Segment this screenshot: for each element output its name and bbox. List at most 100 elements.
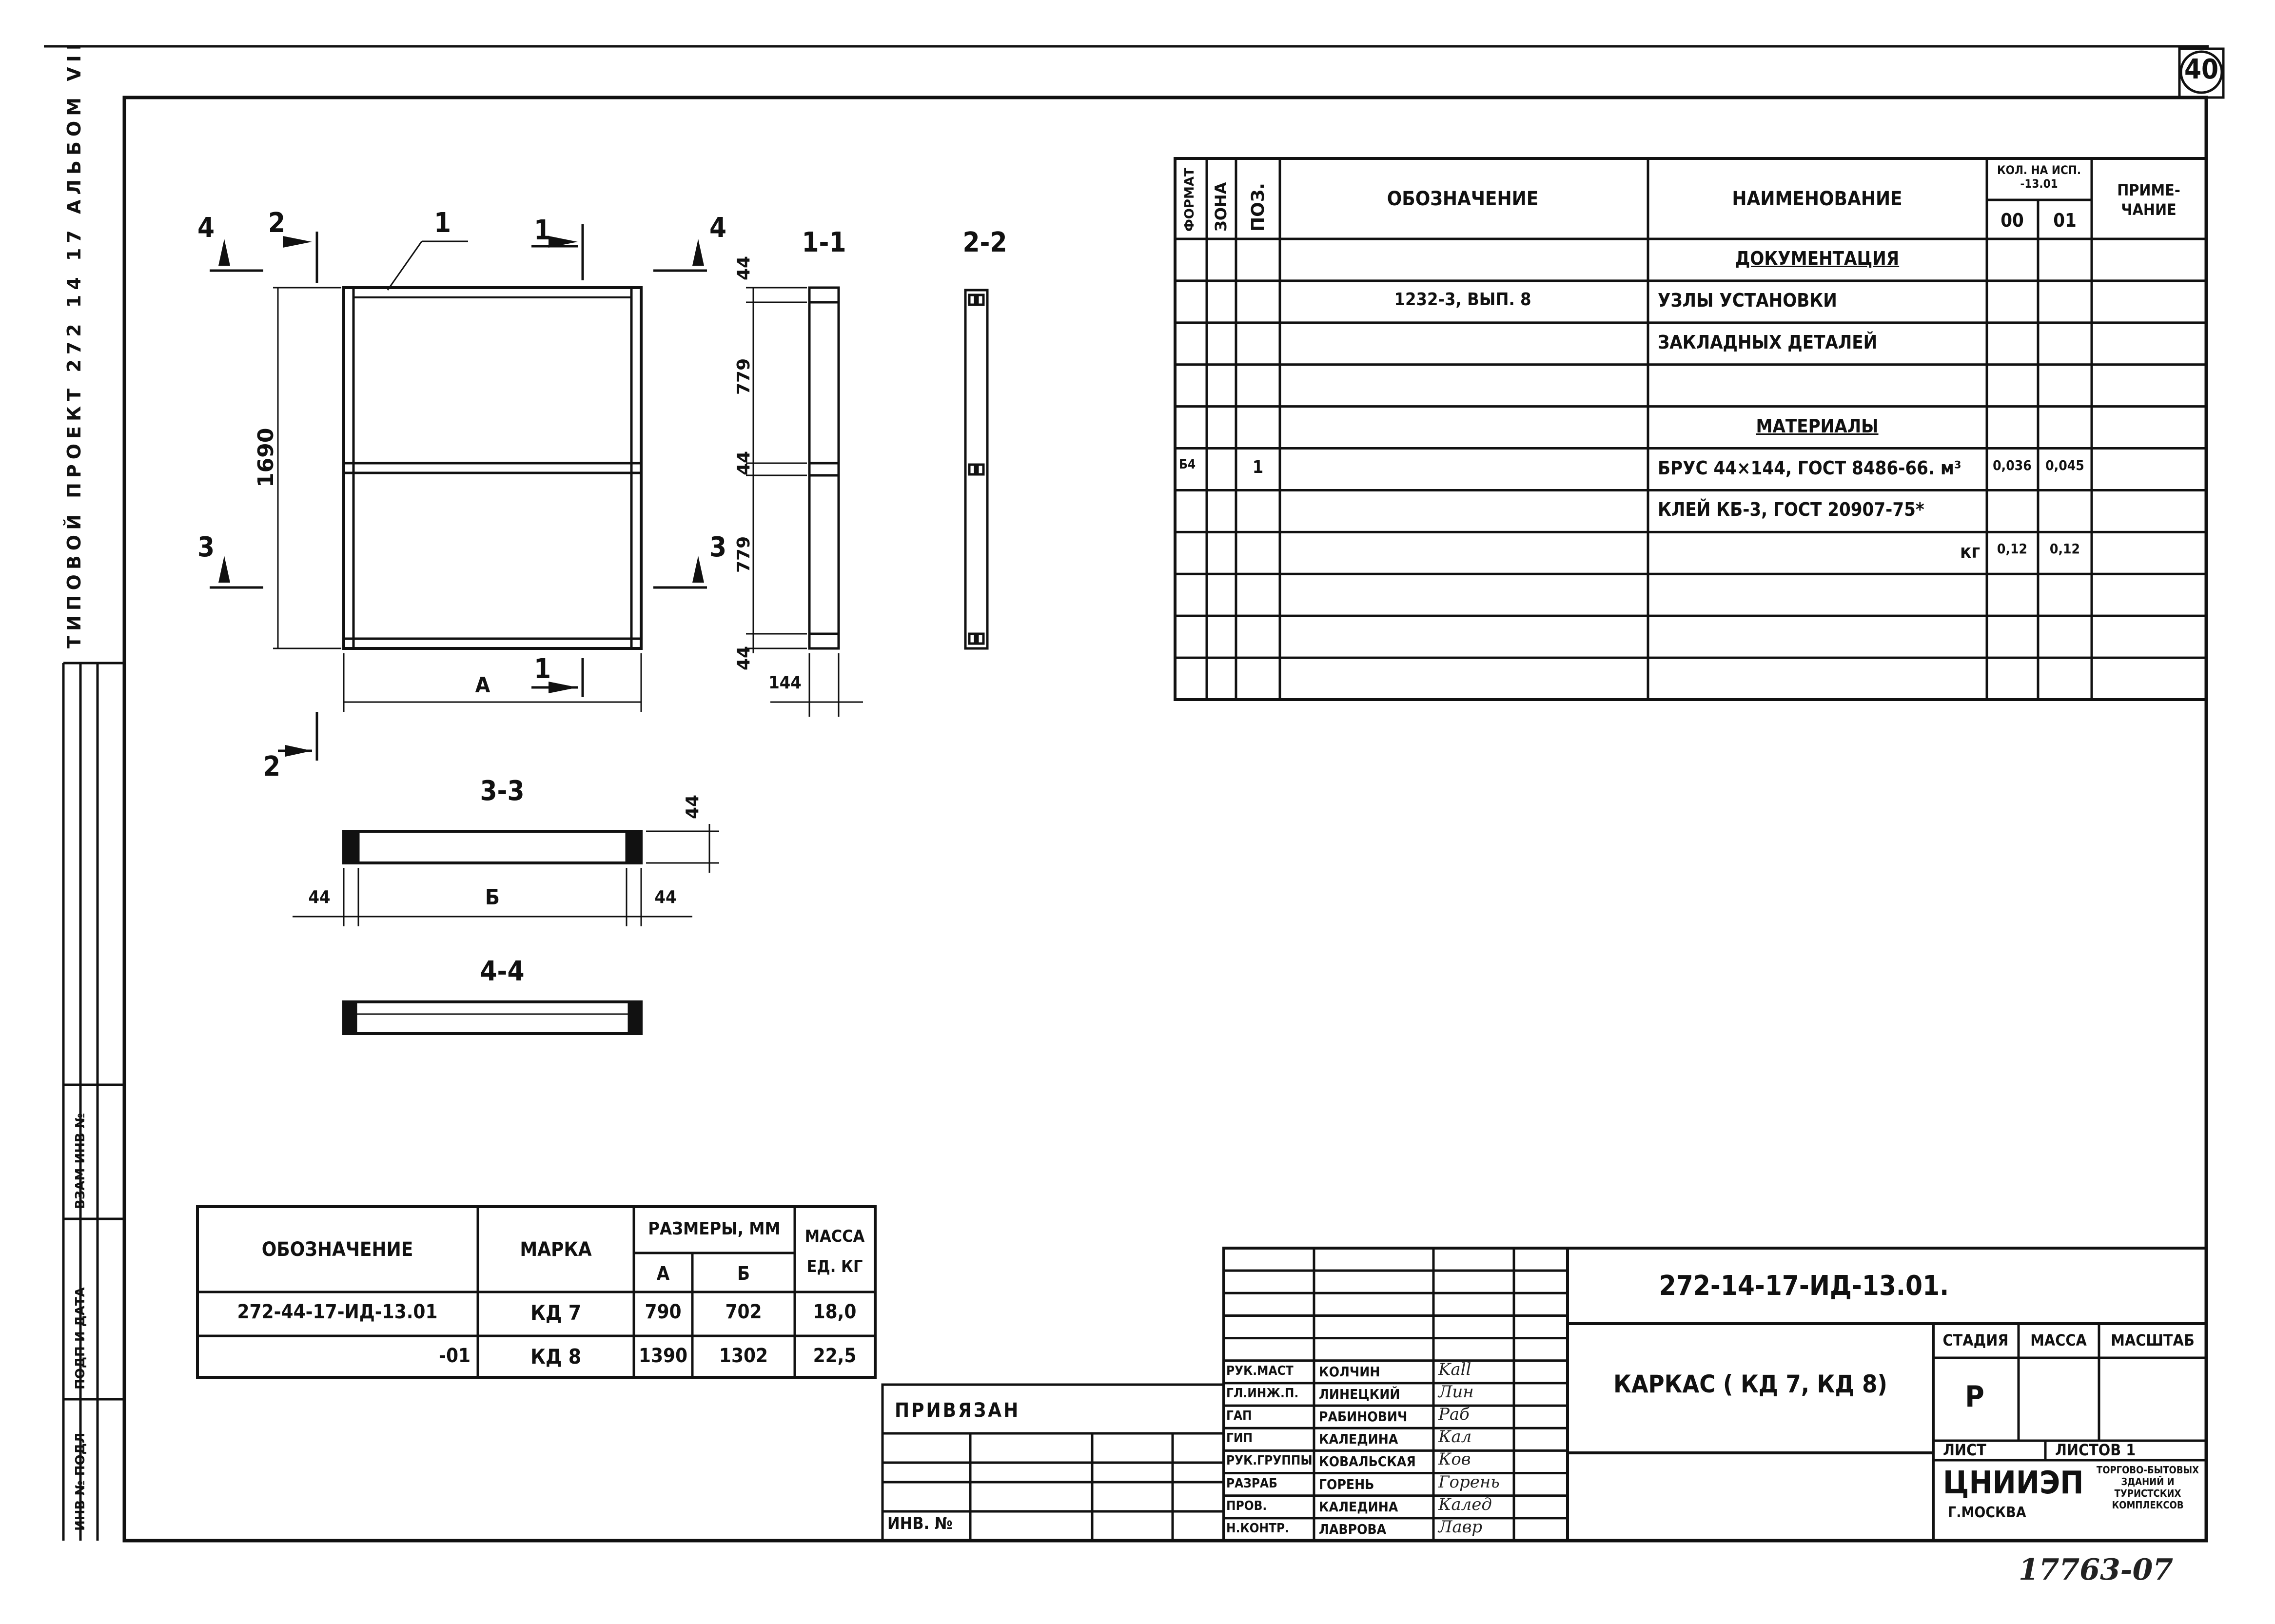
staff-role: РУК.МАСТ [1226,1363,1294,1378]
staff-signature: Ков [1438,1449,1471,1469]
spec-cell-name: МАТЕРИАЛЫ [1756,415,1879,437]
staff-signature: Лавр [1438,1517,1483,1537]
mark-cell-designation: -01 [439,1345,471,1367]
dim: 44 [654,887,677,907]
stamp-inv-podl: ИНВ № ПОДЛ [73,1432,88,1531]
mark-header-b: Б [737,1263,750,1284]
staff-role: ГИП [1226,1431,1253,1446]
cut-label: 4 [709,212,727,244]
spec-cell-name: ДОКУМЕНТАЦИЯ [1735,248,1900,269]
section-1-1-title: 1-1 [802,227,846,258]
tb-stage-label: СТАДИЯ [1942,1331,2009,1350]
mark-header-mass: МАССА ЕД. КГ [804,1227,865,1276]
mark-cell-b: 702 [725,1301,762,1323]
mark-cell-a: 1390 [638,1345,688,1367]
staff-role: ГАП [1226,1409,1252,1424]
spec-header-zone: ЗОНА [1212,182,1230,232]
spec-cell-name: ЗАКЛАДНЫХ ДЕТАЛЕЙ [1658,331,1878,353]
spec-cell-name: кг [1960,541,1981,563]
dim: 44 [734,646,754,670]
dim: 44 [734,450,754,475]
cut-label: 2 [268,207,286,239]
spec-header-pos: ПОЗ. [1248,183,1268,232]
album-label: ТИПОВОЙ ПРОЕКТ 272 14 17 АЛЬБОМ VII [63,39,85,648]
staff-role: РАЗРАБ [1226,1476,1277,1491]
tb-stage-value: Р [1965,1380,1984,1414]
spec-cell-q1: 0,12 [2049,541,2080,557]
mark-cell-mark: КД 8 [530,1345,581,1369]
tb-org-city: Г.МОСКВА [1948,1504,2026,1521]
spec-cell-pos: 1 [1252,457,1264,477]
stamp-vzam-inv: ВЗАМ ИНВ № [73,1113,88,1209]
staff-name: РАБИНОВИЧ [1319,1409,1408,1425]
spec-cell-q0: 0,036 [1993,457,2032,473]
document-code: 272-14-17-ИД-13.01. [1659,1270,1949,1302]
mark-cell-b: 1302 [719,1345,768,1367]
mark-header-a: А [656,1263,670,1284]
position-leader: 1 [434,207,451,239]
mark-header-designation: ОБОЗНАЧЕНИЕ [261,1238,413,1261]
spec-cell-q0: 0,12 [1997,541,2028,557]
archive-number: 17763-07 [2019,1553,2174,1587]
mark-cell-designation: 272-44-17-ИД-13.01 [237,1301,438,1323]
spec-cell-name: УЗЛЫ УСТАНОВКИ [1658,289,1837,311]
staff-signature: Кал [1438,1427,1472,1447]
dim: 779 [734,536,754,573]
mark-header-sizes: РАЗМЕРЫ, ММ [648,1219,781,1239]
staff-signature: Kall [1438,1359,1471,1379]
mark-cell-mass: 18,0 [813,1301,857,1323]
staff-signature: Лин [1438,1382,1474,1402]
section-2-2-title: 2-2 [962,227,1007,258]
tb-scale-label: МАСШТАБ [2111,1331,2195,1350]
staff-role: ГЛ.ИНЖ.П. [1226,1386,1299,1401]
dim-width: А [475,673,490,698]
dim: 44 [308,887,331,907]
spec-header-note: ПРИМЕ-ЧАНИЕ [2117,181,2180,219]
dim: 44 [734,255,754,280]
cut-label: 1 [534,215,551,246]
spec-header-qty-01: 01 [2053,210,2077,231]
binding-inv: ИНВ. № [887,1514,953,1533]
staff-role: ПРОВ. [1226,1498,1267,1513]
cut-label: 1 [534,653,551,685]
spec-header-qty: КОЛ. НА ИСП. -13.01 [1997,163,2081,191]
spec-cell-format: Б4 [1179,457,1196,472]
tb-sheet-label: ЛИСТ [1943,1441,1986,1459]
spec-header-qty-00: 00 [2000,210,2024,231]
staff-name: КОЛЧИН [1319,1363,1380,1380]
dim: 44 [683,794,703,819]
staff-name: ЛАВРОВА [1319,1521,1387,1537]
staff-name: ЛИНЕЦКИЙ [1319,1386,1400,1402]
binding-privyazan: ПРИВЯЗАН [895,1399,1020,1422]
cut-label: 4 [197,212,215,244]
cut-label: 3 [709,531,727,563]
spec-cell-designation: 1232-3, ВЫП. 8 [1394,289,1531,310]
stamp-podp-data: ПОДП И ДАТА [73,1287,88,1389]
staff-name: КАЛЕДИНА [1319,1498,1398,1515]
mark-cell-mark: КД 7 [530,1301,581,1325]
dim: Б [485,885,500,910]
staff-role: РУК.ГРУППЫ [1226,1453,1313,1468]
document-title: КАРКАС ( КД 7, КД 8) [1613,1370,1887,1398]
spec-cell-q1: 0,045 [2045,457,2084,473]
staff-role: Н.КОНТР. [1226,1521,1290,1536]
tb-org: ЦНИИЭП [1943,1465,2084,1501]
dim: 779 [734,358,754,395]
mark-cell-mass: 22,5 [813,1345,857,1367]
section-4-4-title: 4-4 [480,956,525,987]
tb-org-dept: ТОРГОВО-БЫТОВЫХ ЗДАНИЙ И ТУРИСТСКИХ КОМП… [2096,1464,2199,1511]
mark-header-mark: МАРКА [520,1238,592,1261]
spec-cell-name: КЛЕЙ КБ-3, ГОСТ 20907-75* [1658,499,1924,521]
staff-name: КОВАЛЬСКАЯ [1319,1453,1416,1470]
spec-header-name: НАИМЕНОВАНИЕ [1732,188,1902,210]
staff-signature: Калед [1438,1494,1492,1514]
section-3-3-title: 3-3 [480,775,525,807]
spec-cell-name: БРУС 44×144, ГОСТ 8486-66. м³ [1658,457,1961,479]
mark-cell-a: 790 [645,1301,682,1323]
spec-header-format: ФОРМАТ [1182,168,1197,232]
sheet-number: 40 [2184,54,2219,85]
staff-signature: Раб [1438,1405,1470,1425]
tb-mass-label: МАССА [2030,1331,2087,1350]
staff-name: КАЛЕДИНА [1319,1431,1398,1448]
